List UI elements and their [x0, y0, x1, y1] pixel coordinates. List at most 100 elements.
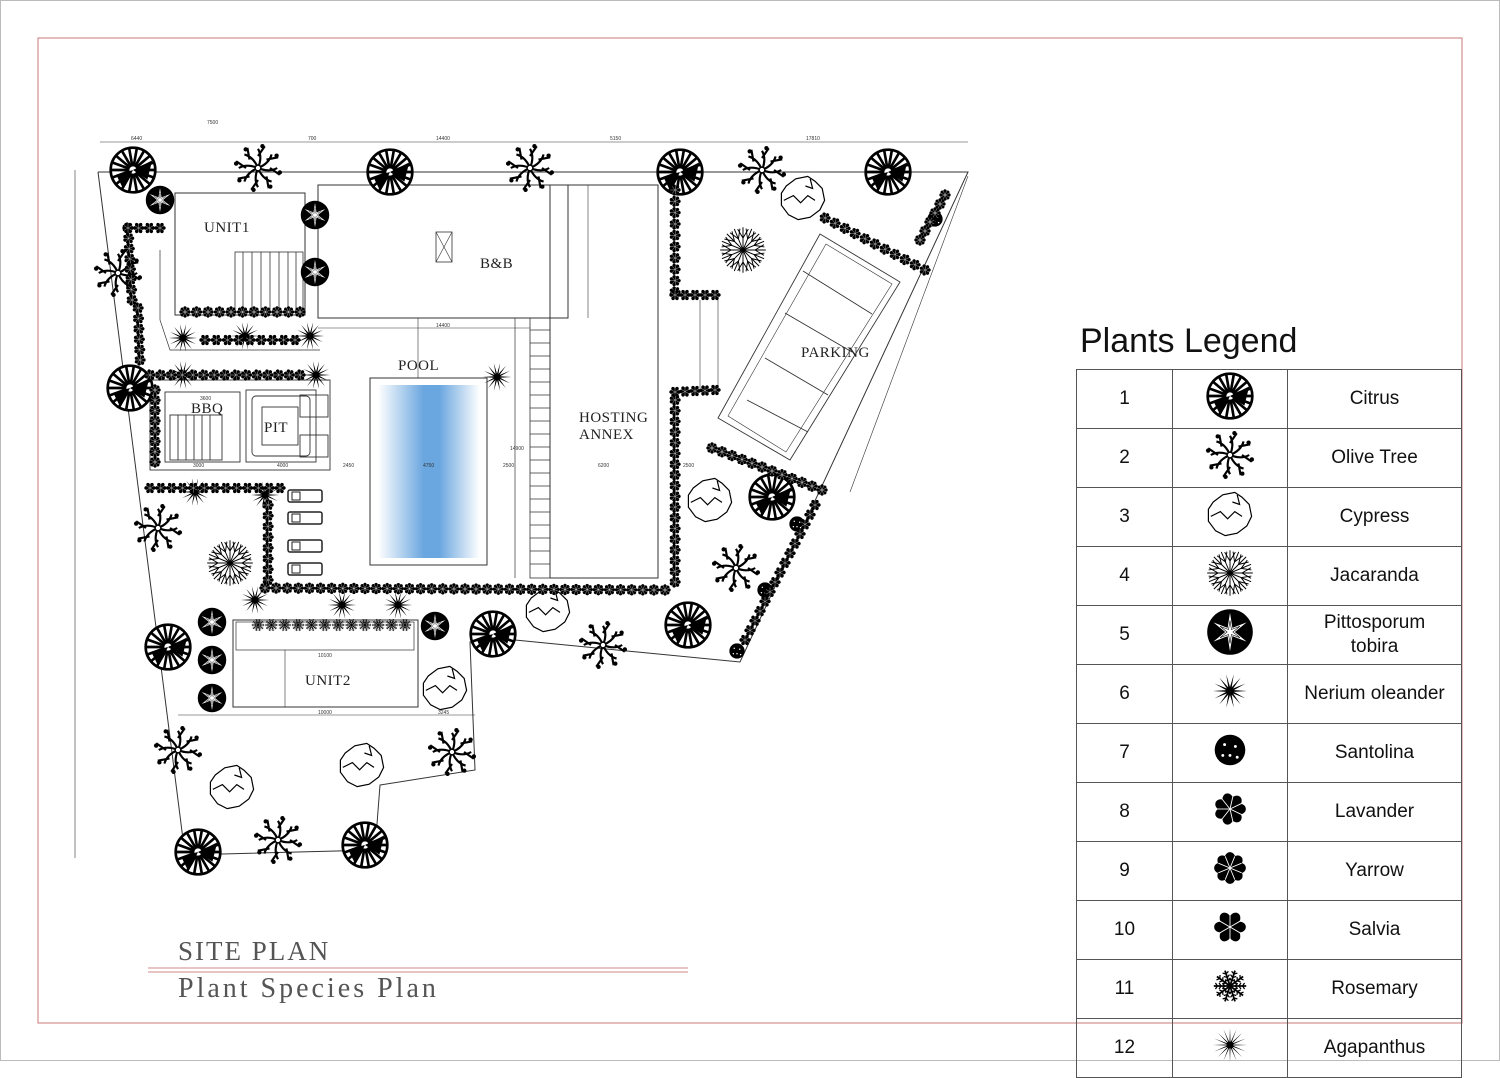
legend-plant-name: Olive Tree [1287, 428, 1462, 488]
legend-number: 12 [1076, 1018, 1173, 1078]
lavender-plant-icon [261, 520, 274, 533]
yarrow-plant-icon [592, 583, 605, 596]
salvia-plant-icon [754, 604, 766, 618]
salvia-plant-icon [689, 288, 701, 302]
lavender-plant-icon [668, 393, 681, 407]
yarrow-plant-icon [303, 582, 316, 595]
lavender-plant-icon [668, 575, 681, 589]
dim-text: 3245 [438, 710, 449, 716]
yarrow-plant-icon [325, 582, 338, 595]
lavender-icon [1212, 791, 1247, 827]
legend-icon-cell [1172, 900, 1288, 960]
yarrow-plant-icon [503, 583, 516, 596]
citrus-plant-icon [469, 610, 517, 658]
lavender-plant-icon [868, 237, 881, 251]
cypress-plant-icon [780, 175, 826, 221]
lavender-plant-icon [838, 222, 851, 235]
yarrow-plant-icon [481, 583, 494, 595]
pittosporum-plant-icon [145, 185, 175, 215]
yarrow-plant-icon [314, 582, 327, 595]
yarrow-plant-icon [213, 306, 226, 318]
lavender-plant-icon [668, 479, 681, 492]
yarrow-icon [1213, 851, 1247, 885]
unit1-label: UNIT1 [204, 220, 250, 236]
yarrow-plant-icon [149, 435, 161, 448]
lavender-plant-icon [858, 232, 871, 245]
yarrow-plant-icon [149, 425, 161, 438]
yarrow-plant-icon [270, 582, 282, 594]
olive-plant-icon [710, 542, 762, 594]
salvia-plant-icon [241, 481, 254, 495]
pittosporum-plant-icon [420, 611, 450, 641]
yarrow-plant-icon [766, 465, 778, 477]
nerium-plant-icon [295, 322, 325, 350]
lavender-plant-icon [668, 425, 681, 439]
yarrow-plant-icon [414, 582, 427, 595]
lavender-plant-icon [668, 195, 681, 208]
yarrow-plant-icon [403, 582, 416, 595]
bnb-label: B&B [480, 256, 513, 272]
yarrow-plant-icon [459, 583, 471, 595]
legend-plant-name: Pittosporum tobira [1287, 605, 1462, 665]
salvia-plant-icon [709, 288, 721, 302]
olive-plant-icon [252, 814, 304, 866]
salvia-icon [1213, 910, 1247, 944]
salvia-plant-icon [165, 481, 178, 495]
dim-text: 10100 [318, 653, 332, 659]
lavender-plant-icon [668, 240, 681, 253]
lavender-plant-icon [261, 530, 274, 544]
legend-plant-name: Lavander [1287, 782, 1462, 842]
rosemary-plant-icon [371, 618, 385, 632]
yarrow-plant-icon [370, 582, 382, 595]
drawing-subtitle: Plant Species Plan [178, 973, 439, 1004]
unit2-building [178, 619, 475, 716]
legend-icon-cell [1172, 605, 1288, 665]
salvia-plant-icon [266, 333, 279, 347]
olive-plant-icon [232, 142, 284, 194]
lavender-plant-icon [668, 229, 681, 242]
nerium-plant-icon [230, 322, 260, 350]
jacaranda-plant-icon [719, 226, 767, 274]
yarrow-plant-icon [259, 582, 271, 594]
lavender-plant-icon [261, 552, 274, 565]
yarrow-plant-icon [149, 414, 161, 427]
dim-text: 2500 [683, 463, 694, 469]
yarrow-plant-icon [149, 445, 161, 458]
lavender-plant-icon [668, 436, 681, 449]
lavender-plant-icon [261, 368, 274, 382]
legend-number: 4 [1076, 546, 1173, 606]
salvia-plant-icon [144, 481, 156, 495]
yarrow-plant-icon [636, 584, 649, 596]
legend-number: 5 [1076, 605, 1173, 665]
yarrow-plant-icon [294, 306, 306, 318]
lavender-plant-icon [165, 368, 178, 382]
citrus-plant-icon [664, 601, 712, 649]
lavender-plant-icon [668, 404, 681, 417]
yarrow-plant-icon [736, 453, 748, 466]
yarrow-plant-icon [179, 306, 191, 318]
yarrow-plant-icon [336, 582, 349, 595]
legend-icon-cell [1172, 723, 1288, 783]
legend-plant-name: Citrus [1287, 369, 1462, 429]
dim-text: 6200 [598, 463, 609, 469]
yarrow-plant-icon [796, 476, 808, 489]
legend-icon-cell [1172, 369, 1288, 429]
santolina-plant-icon [729, 643, 745, 659]
pittosporum-plant-icon [300, 257, 330, 287]
sun-loungers [287, 489, 323, 576]
salvia-plant-icon [679, 288, 691, 302]
salvia-plant-icon [277, 333, 290, 347]
pittosporum-icon [1206, 608, 1254, 656]
yarrow-plant-icon [348, 582, 360, 595]
yarrow-plant-icon [470, 583, 482, 595]
yarrow-plant-icon [514, 583, 527, 596]
citrus-plant-icon [109, 146, 157, 194]
rosemary-plant-icon [291, 618, 305, 632]
lavender-plant-icon [133, 353, 146, 367]
legend-number: 1 [1076, 369, 1173, 429]
salvia-plant-icon [744, 624, 756, 637]
